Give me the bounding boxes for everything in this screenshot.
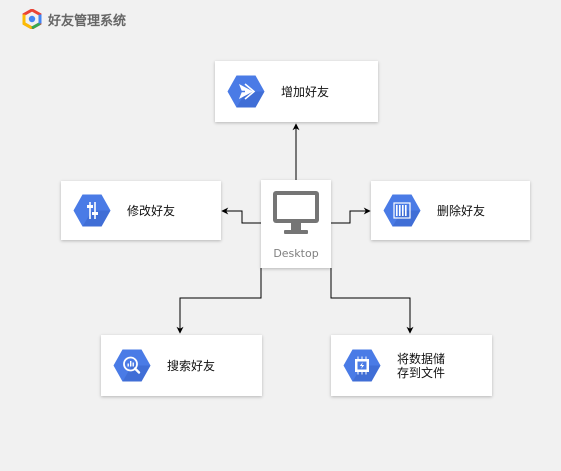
cloud-endpoints-icon (227, 75, 265, 108)
node-edit-friend-label: 修改好友 (127, 203, 176, 218)
diagram-header: 好友管理系统 (22, 8, 126, 30)
node-edit-friend[interactable]: 修改好友 (61, 181, 221, 240)
google-cloud-logo-icon (22, 9, 42, 29)
connector-to-search (176, 268, 262, 334)
connector-to-edit (221, 207, 261, 224)
chip-icon (343, 349, 381, 382)
node-add-friend-label: 增加好友 (281, 84, 330, 99)
node-save-to-file-label: 将数据储 存到文件 (397, 352, 445, 380)
node-save-to-file[interactable]: 将数据储 存到文件 (331, 335, 492, 396)
node-delete-friend-label: 删除好友 (437, 203, 486, 218)
node-save-label-line1: 将数据储 (397, 351, 446, 366)
connector-to-save (330, 268, 414, 334)
barcode-icon (383, 194, 421, 227)
page-title: 好友管理系统 (48, 13, 127, 29)
node-save-label-line2: 存到文件 (397, 365, 446, 380)
desktop-node[interactable]: Desktop (261, 180, 331, 268)
node-delete-friend[interactable]: 删除好友 (371, 181, 530, 240)
node-search-friend[interactable]: 搜索好友 (101, 335, 262, 396)
connector-to-delete (331, 207, 371, 224)
sliders-icon (73, 194, 111, 227)
desktop-label: Desktop (273, 247, 319, 260)
desktop-monitor-icon (273, 191, 319, 234)
search-chart-icon (113, 349, 151, 382)
node-add-friend[interactable]: 增加好友 (215, 61, 378, 122)
node-search-friend-label: 搜索好友 (167, 358, 216, 373)
